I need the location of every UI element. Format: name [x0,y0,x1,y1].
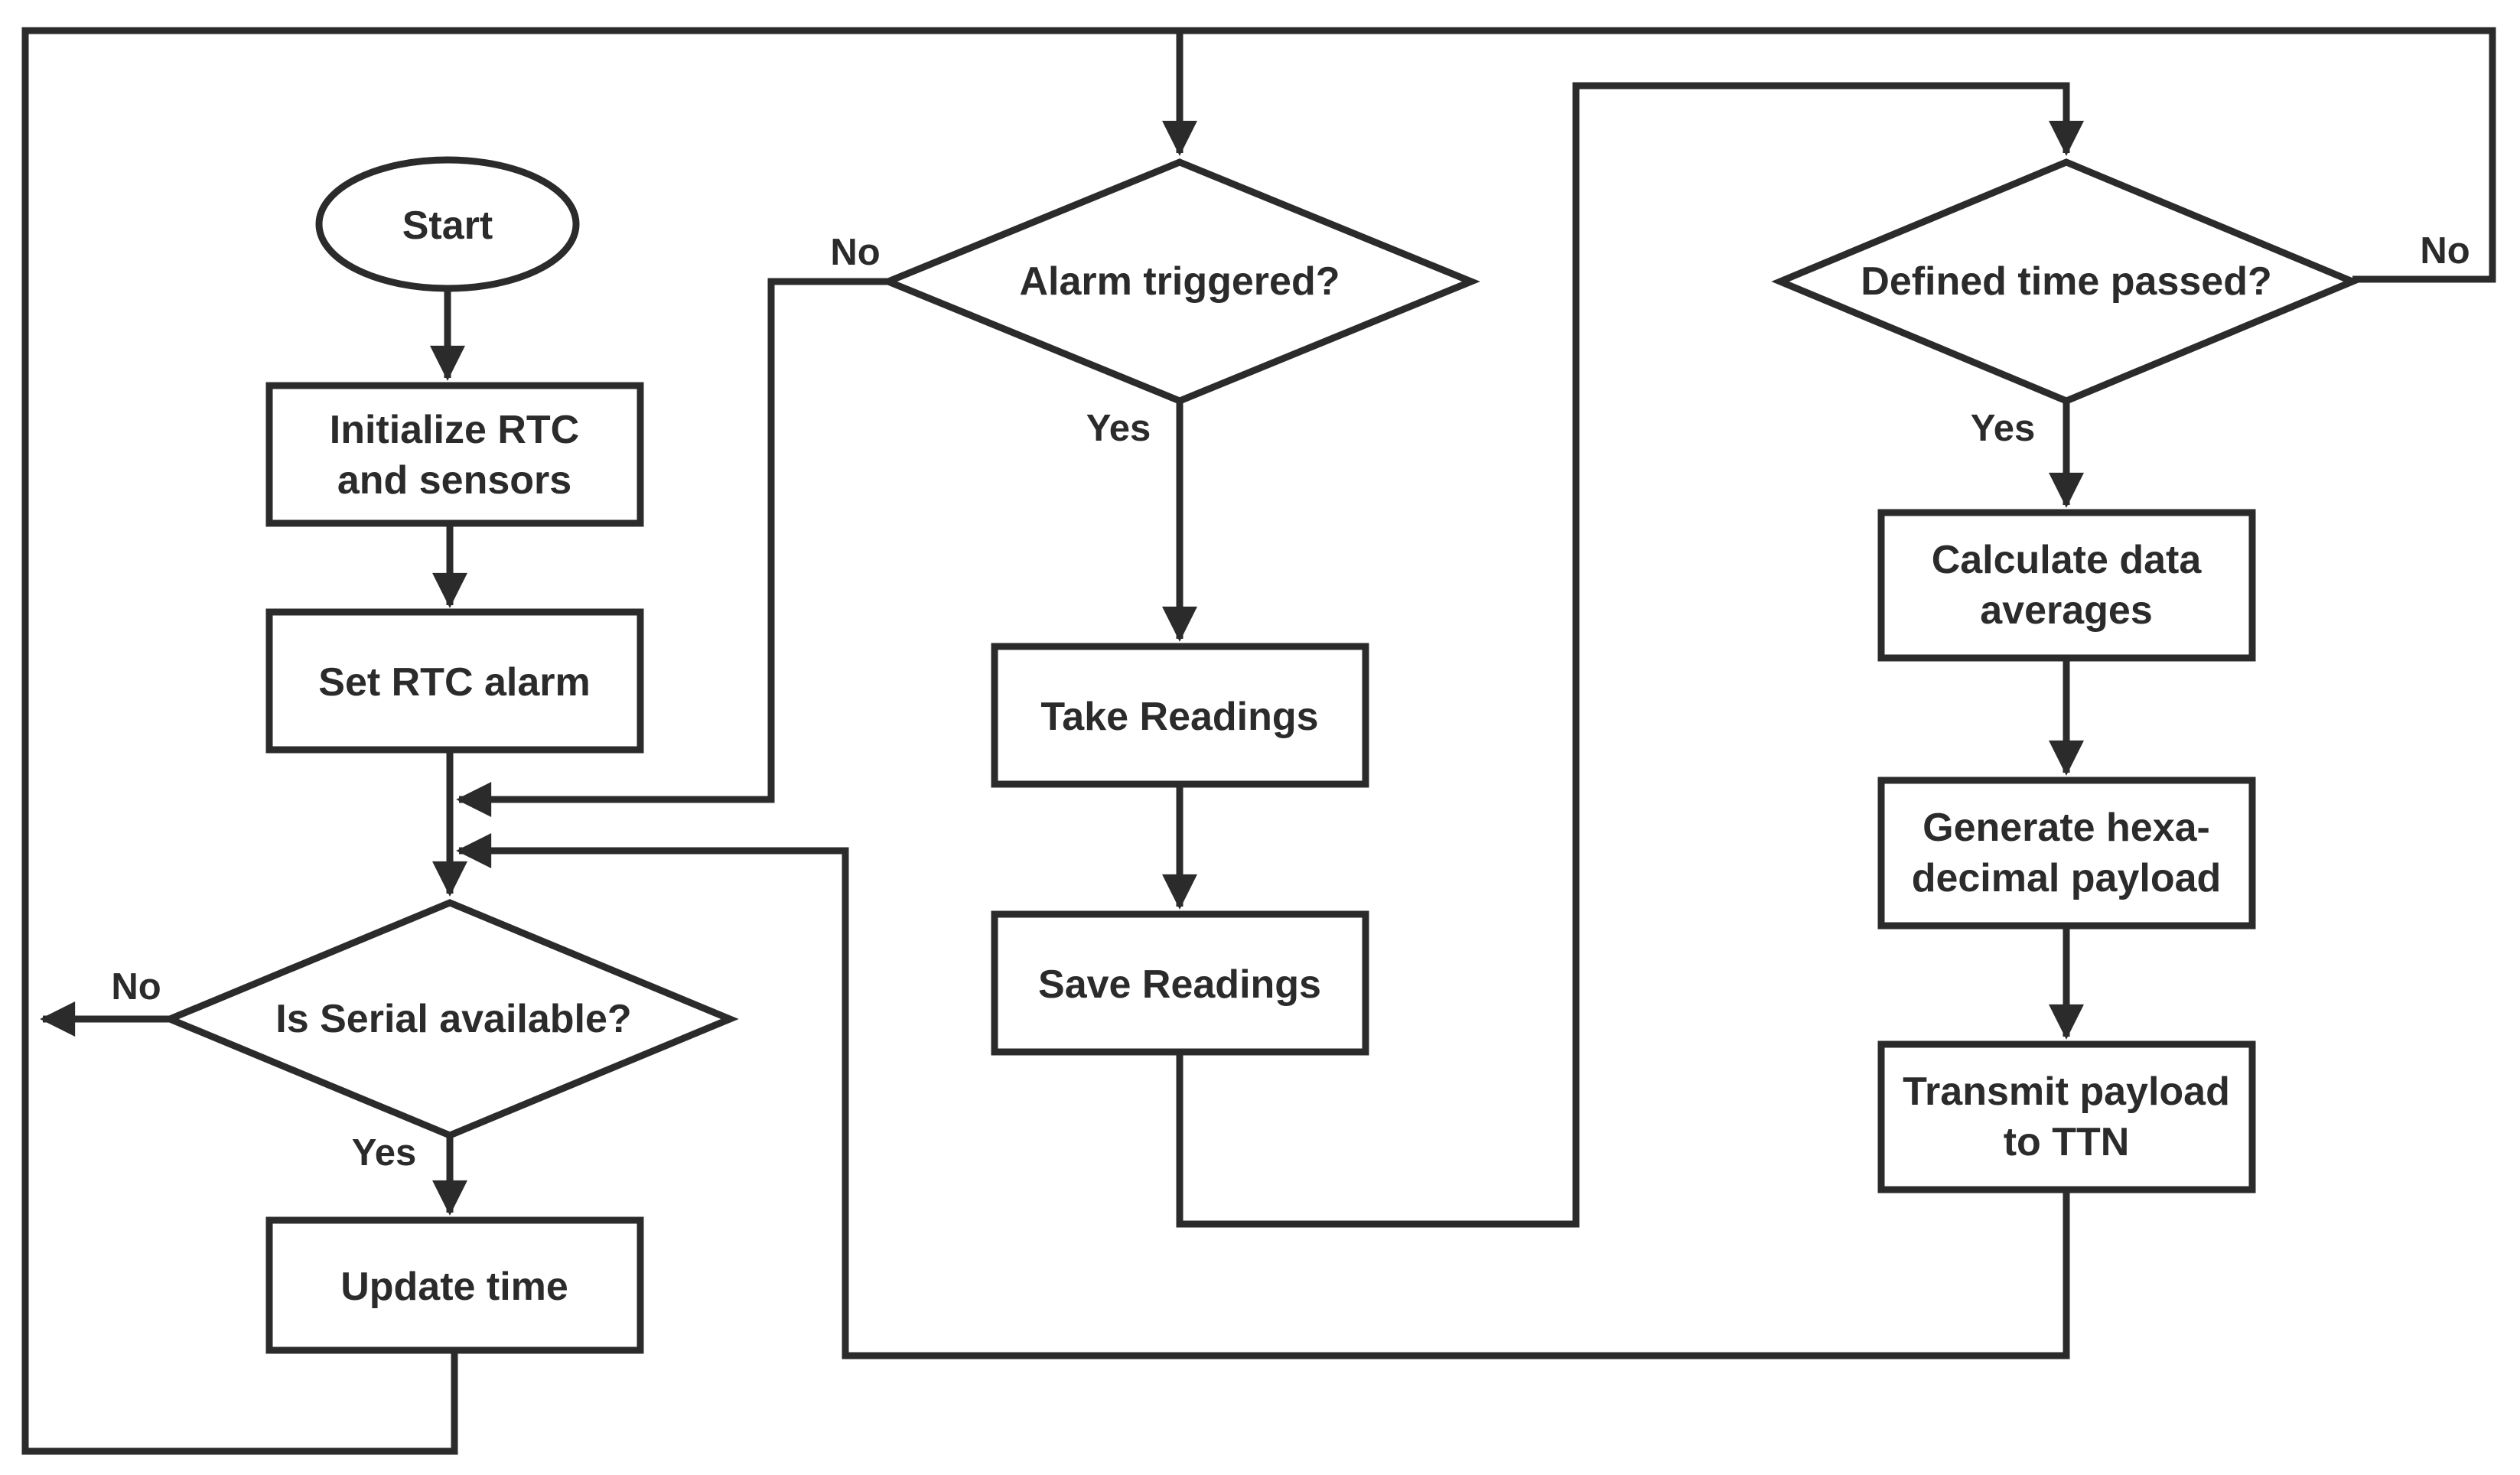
node-take-readings: Take Readings [991,643,1369,788]
update-time-label: Update time [340,1265,568,1309]
label-time-no: No [2420,230,2470,272]
node-set-rtc-alarm: Set RTC alarm [265,608,644,754]
label-time-yes: Yes [1971,408,2035,449]
generate-payload-box [1877,777,2256,930]
initialize-box [265,382,644,527]
time-check-label: Defined time passed? [1861,259,2271,304]
node-time-check: Defined time passed? [1771,158,2362,405]
transmit-payload-label-line2: to TTN [2004,1120,2130,1164]
node-update-time: Update time [265,1216,644,1354]
calculate-averages-box [1877,509,2256,662]
label-alarm-yes: Yes [1086,408,1151,449]
serial-check-label: Is Serial available? [275,997,631,1041]
initialize-label-line1: Initialize RTC [330,408,579,452]
node-calculate-averages: Calculate data averages [1877,509,2256,662]
start-label: Start [402,204,493,248]
alarm-check-label: Alarm triggered? [1020,259,1340,304]
calculate-averages-label-line1: Calculate data [1932,538,2203,582]
label-serial-no: No [111,966,161,1008]
node-serial-check: Is Serial available? [161,899,739,1139]
transmit-payload-box [1877,1040,2256,1193]
alarm-check-diamond [879,158,1480,405]
generate-payload-label-line2: decimal payload [1912,856,2222,900]
edge-savereadings-timecheck [1176,82,2084,1228]
take-readings-box [991,643,1369,788]
time-check-diamond [1771,158,2362,405]
edge-transmit-merge [456,833,2070,1359]
take-readings-label: Take Readings [1040,695,1318,739]
start-ellipse [315,156,580,292]
save-readings-label: Save Readings [1038,962,1321,1007]
update-time-box [265,1216,644,1354]
node-alarm-check: Alarm triggered? [879,158,1480,405]
generate-payload-label-line1: Generate hexa- [1923,806,2210,850]
transmit-payload-label-line1: Transmit payload [1903,1070,2230,1114]
outer-loop-line [21,27,2496,1455]
save-readings-box [991,910,1369,1056]
label-serial-yes: Yes [352,1132,416,1174]
initialize-label-line2: and sensors [337,458,571,503]
calculate-averages-label-line2: averages [1980,588,2153,633]
node-generate-payload: Generate hexa- decimal payload [1877,777,2256,930]
edge-alarmcheck-no-merge [456,278,888,817]
serial-check-diamond [161,899,739,1139]
node-start: Start [315,156,580,292]
node-initialize-rtc: Initialize RTC and sensors [265,382,644,527]
label-alarm-no: No [830,232,880,273]
set-alarm-label: Set RTC alarm [318,660,590,705]
node-transmit-payload: Transmit payload to TTN [1877,1040,2256,1193]
node-save-readings: Save Readings [991,910,1369,1056]
set-alarm-box [265,608,644,754]
